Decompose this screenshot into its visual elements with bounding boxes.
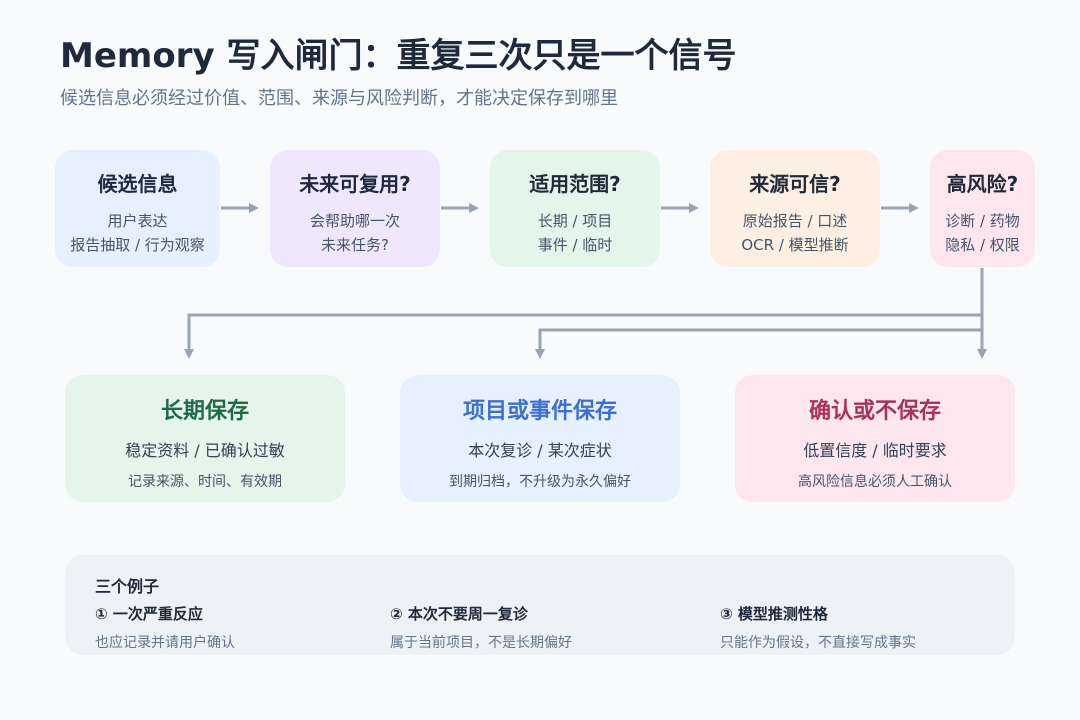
example-item: ③ 模型推测性格 只能作为假设，不直接写成事实 (720, 603, 916, 652)
outcome-project-line2: 到期归档，不升级为永久偏好 (449, 474, 631, 490)
outcome-long-term: 长期保存 稳定资料 / 已确认过敏 记录来源、时间、有效期 (65, 375, 345, 502)
step-source-line1: 原始报告 / 口述 (742, 212, 848, 230)
outcome-project: 项目或事件保存 本次复诊 / 某次症状 到期归档，不升级为永久偏好 (400, 375, 680, 502)
step-candidate: 候选信息 用户表达 报告抽取 / 行为观察 (55, 150, 220, 267)
outcome-long-term-line2: 记录来源、时间、有效期 (128, 474, 282, 490)
examples-panel: 三个例子 ① 一次严重反应 也应记录并请用户确认 ② 本次不要周一复诊 属于当前… (65, 555, 1015, 655)
step-risk-line2: 隐私 / 权限 (945, 236, 1020, 254)
step-risk: 高风险? 诊断 / 药物 隐私 / 权限 (930, 150, 1035, 267)
connector-to-project (535, 328, 982, 359)
outcome-confirm-title: 确认或不保存 (808, 399, 941, 424)
step-candidate-line2: 报告抽取 / 行为观察 (70, 236, 205, 254)
step-source: 来源可信? 原始报告 / 口述 OCR / 模型推断 (710, 150, 880, 267)
example-title: ① 一次严重反应 (95, 605, 203, 623)
step-source-title: 来源可信? (749, 172, 841, 196)
outcome-long-term-title: 长期保存 (160, 399, 249, 424)
examples-heading: 三个例子 (95, 577, 160, 596)
outcome-long-term-line1: 稳定资料 / 已确认过敏 (125, 441, 285, 460)
step-future-reuse: 未来可复用? 会帮助哪一次 未来任务? (270, 150, 440, 267)
outcome-project-title: 项目或事件保存 (462, 399, 617, 424)
connector-to-long-term (184, 268, 984, 359)
page-title: Memory 写入闸门：重复三次只是一个信号 (60, 36, 737, 76)
step-future-reuse-line1: 会帮助哪一次 (309, 212, 400, 230)
outcome-confirm-line2: 高风险信息必须人工确认 (798, 474, 952, 490)
example-desc: 属于当前项目，不是长期偏好 (390, 635, 572, 651)
example-item: ② 本次不要周一复诊 属于当前项目，不是长期偏好 (390, 603, 572, 652)
page-subtitle: 候选信息必须经过价值、范围、来源与风险判断，才能决定保存到哪里 (60, 88, 618, 109)
example-item: ① 一次严重反应 也应记录并请用户确认 (95, 603, 235, 652)
step-scope-line2: 事件 / 临时 (537, 236, 613, 254)
example-desc: 只能作为假设，不直接写成事实 (720, 635, 916, 651)
step-candidate-title: 候选信息 (97, 172, 178, 196)
example-title: ② 本次不要周一复诊 (390, 605, 528, 623)
step-source-line2: OCR / 模型推断 (741, 236, 849, 254)
step-scope-line1: 长期 / 项目 (537, 212, 613, 230)
step-candidate-line1: 用户表达 (107, 212, 168, 230)
step-scope: 适用范围? 长期 / 项目 事件 / 临时 (490, 150, 660, 267)
example-desc: 也应记录并请用户确认 (95, 635, 235, 651)
step-future-reuse-title: 未来可复用? (299, 172, 411, 196)
outcome-project-line1: 本次复诊 / 某次症状 (468, 441, 612, 460)
step-risk-title: 高风险? (946, 172, 1019, 196)
outcome-confirm-line1: 低置信度 / 临时要求 (803, 441, 947, 460)
step-scope-title: 适用范围? (529, 172, 621, 196)
outcome-confirm: 确认或不保存 低置信度 / 临时要求 高风险信息必须人工确认 (735, 375, 1015, 502)
example-title: ③ 模型推测性格 (720, 605, 828, 623)
step-risk-line1: 诊断 / 药物 (945, 212, 1020, 230)
step-future-reuse-line2: 未来任务? (321, 236, 389, 254)
